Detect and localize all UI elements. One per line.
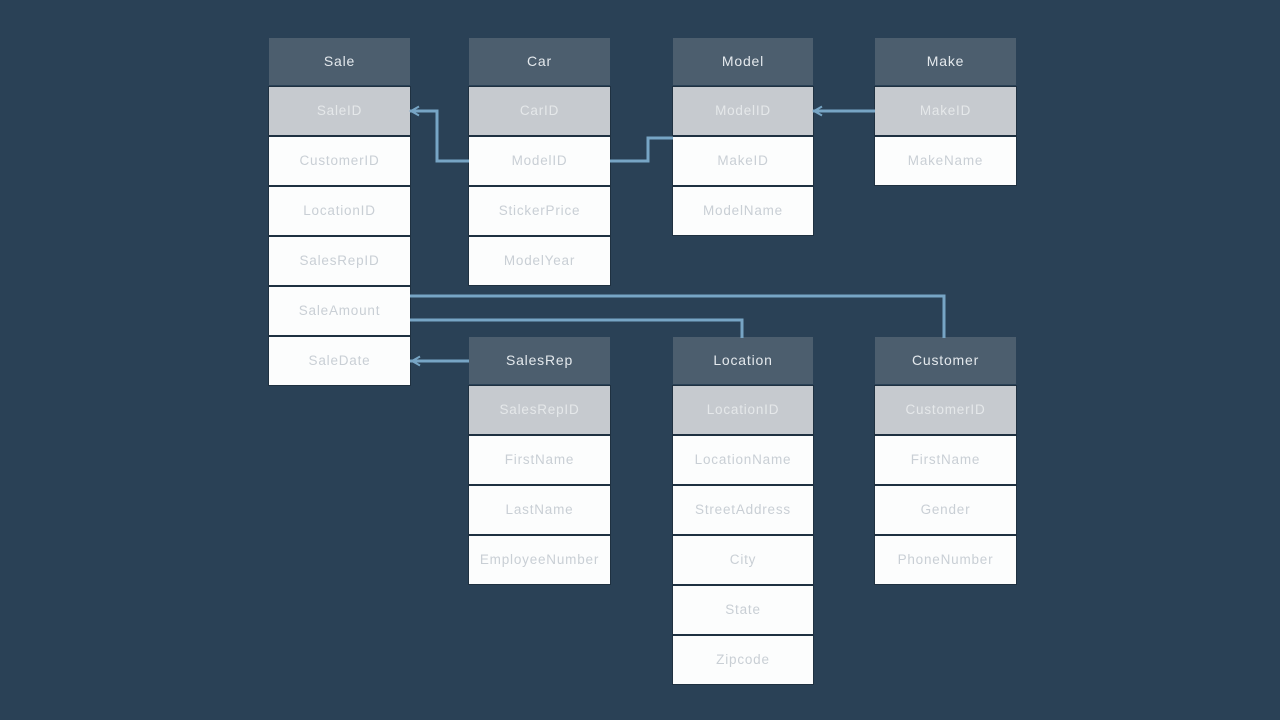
field-row-salesrep-salesrepid: SalesRepID [469,386,610,434]
field-row-location-streetaddress: StreetAddress [673,486,813,534]
table-title-make: Make [875,38,1016,85]
connector-sale-to-customer [410,294,946,338]
field-row-sale-customerid: CustomerID [269,137,410,185]
field-row-sale-saleid: SaleID [269,87,410,135]
field-row-location-locationname: LocationName [673,436,813,484]
connector-sale-saleid-to-car-modelid [410,109,469,163]
table-title-location: Location [673,337,813,384]
field-row-customer-customerid: CustomerID [875,386,1016,434]
table-title-model: Model [673,38,813,85]
field-row-sale-saledate: SaleDate [269,337,410,385]
connector-sale-to-location [410,318,744,338]
field-row-location-city: City [673,536,813,584]
field-row-car-modelyear: ModelYear [469,237,610,285]
connector-car-modelid-to-model [610,136,673,163]
connector-arrowhead-model-modelid-to-make-makeid [811,105,823,117]
field-row-sale-salesrepid: SalesRepID [269,237,410,285]
field-row-salesrep-firstname: FirstName [469,436,610,484]
field-row-model-modelname: ModelName [673,187,813,235]
field-row-model-modelid: ModelID [673,87,813,135]
field-row-salesrep-employeenumber: EmployeeNumber [469,536,610,584]
table-title-customer: Customer [875,337,1016,384]
field-row-make-makeid: MakeID [875,87,1016,135]
field-row-location-state: State [673,586,813,634]
connector-arrowhead-sale-saledate-to-salesrep [409,355,421,367]
table-title-salesrep: SalesRep [469,337,610,384]
field-row-sale-saleamount: SaleAmount [269,287,410,335]
field-row-car-carid: CarID [469,87,610,135]
connector-arrowhead-sale-saleid-to-car-modelid [408,105,420,117]
field-row-customer-phonenumber: PhoneNumber [875,536,1016,584]
field-row-model-makeid: MakeID [673,137,813,185]
field-row-customer-gender: Gender [875,486,1016,534]
field-row-location-locationid: LocationID [673,386,813,434]
field-row-make-makename: MakeName [875,137,1016,185]
field-row-car-stickerprice: StickerPrice [469,187,610,235]
field-row-salesrep-lastname: LastName [469,486,610,534]
field-row-sale-locationid: LocationID [269,187,410,235]
table-title-sale: Sale [269,38,410,85]
field-row-location-zipcode: Zipcode [673,636,813,684]
field-row-customer-firstname: FirstName [875,436,1016,484]
field-row-car-modelid: ModelID [469,137,610,185]
table-title-car: Car [469,38,610,85]
